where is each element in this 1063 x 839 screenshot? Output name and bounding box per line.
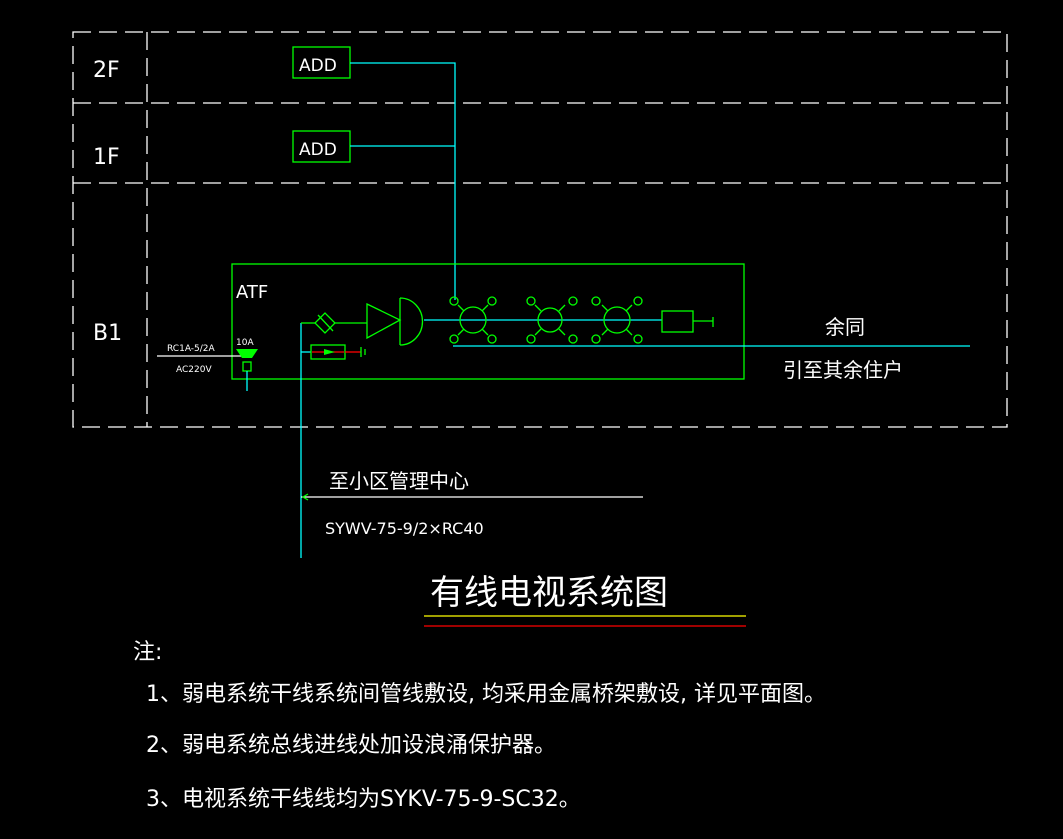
- riser-cable: [350, 62, 456, 300]
- floor-frame: [72, 31, 1008, 428]
- ground-icon: [360, 347, 366, 357]
- receiver-icon: [399, 297, 424, 346]
- splitter-icon: [526, 296, 578, 344]
- note-item: 3、电视系统干线线均为SYKV-75-9-SC32。: [146, 787, 581, 812]
- floor-label-1f: 1F: [93, 145, 120, 170]
- atf-cabinet: [231, 263, 745, 380]
- to-other-households-label: 引至其余住户: [783, 358, 903, 382]
- amplifier-icon: [366, 302, 402, 340]
- floor-label-b1: B1: [93, 321, 122, 346]
- add-label-2f: ADD: [299, 56, 337, 76]
- same-label: 余同: [825, 315, 865, 339]
- power-cable-label: RC1A-5/2A: [167, 344, 216, 354]
- input-chain: [300, 312, 367, 558]
- add-label-1f: ADD: [299, 140, 337, 160]
- arrow-icon: [301, 493, 309, 501]
- center-link-cable: SYWV-75-9/2×RC40: [325, 519, 484, 538]
- note-item: 2、弱电系统总线进线处加设浪涌保护器。: [146, 733, 556, 758]
- floor-label-2f: 2F: [93, 58, 120, 83]
- atf-label: ATF: [236, 282, 268, 303]
- splitter-icon: [449, 296, 497, 344]
- breaker-icon: [236, 349, 258, 391]
- note-item: 1、弱电系统干线系统间管线敷设, 均采用金属桥架敷设, 详见平面图。: [146, 682, 826, 707]
- notes-heading: 注:: [133, 640, 162, 665]
- breaker-rating-label: 10A: [236, 338, 254, 348]
- power-voltage-label: AC220V: [176, 365, 212, 375]
- splitter-icon: [591, 296, 643, 344]
- diagram-title: 有线电视系统图: [430, 573, 668, 613]
- center-link-label: 至小区管理中心: [329, 469, 469, 493]
- terminator-icon: [661, 310, 714, 333]
- splitter-group: [449, 296, 643, 344]
